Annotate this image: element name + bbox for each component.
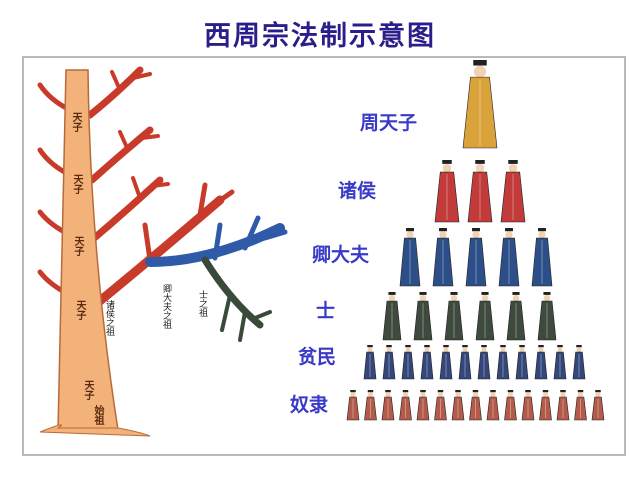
shi-sub-1: [220, 293, 232, 332]
figure: [420, 345, 434, 380]
figure: [506, 292, 526, 341]
rank-label-nuli: 奴隶: [290, 394, 329, 416]
note-qingdafu-ancestor: 卿大夫之祖: [161, 284, 171, 329]
trunk-label-5: 天子: [82, 380, 93, 400]
figure: [434, 160, 460, 223]
page-title: 西周宗法制示意图: [204, 21, 436, 52]
branch-right-3b: [150, 182, 170, 188]
figure: [399, 390, 412, 421]
figure: [504, 390, 517, 421]
figure: [399, 228, 421, 287]
figure: [496, 345, 510, 380]
figure: [416, 390, 430, 421]
figure: [401, 345, 415, 380]
figure: [451, 390, 465, 421]
figure: [521, 390, 535, 421]
tree-trunk: [57, 69, 119, 431]
figure: [469, 390, 482, 421]
diagram-frame: [22, 56, 626, 456]
figure: [382, 292, 402, 341]
trunk-label-1: 天子: [70, 112, 81, 132]
trunk-label-2: 天子: [71, 174, 82, 194]
rank-row-6: [346, 390, 605, 421]
figure: [364, 390, 377, 421]
trunk-label-3: 天子: [72, 236, 83, 256]
figure: [537, 292, 557, 341]
rank-row-2: [434, 160, 526, 223]
figure: [500, 160, 526, 223]
branch-right-2b: [140, 134, 160, 140]
shi-sub-2: [238, 310, 247, 342]
figure: [434, 390, 447, 421]
figure: [534, 345, 548, 380]
figure: [486, 390, 500, 421]
qingdafu-branch: [145, 215, 288, 267]
figure: [531, 228, 553, 287]
figure: [591, 390, 605, 421]
branch-right-4a: [197, 182, 208, 218]
figure: [498, 228, 520, 287]
figure: [432, 228, 454, 287]
rank-label-pinmin: 贫民: [298, 346, 337, 368]
note-zhuhou-ancestor: 诸侯之祖: [104, 300, 114, 336]
figure: [556, 390, 570, 421]
rank-row-4: [382, 292, 557, 341]
rank-row-1: [462, 60, 498, 149]
figure: [572, 345, 586, 380]
figure: [458, 345, 472, 380]
branch-right-1: [86, 66, 144, 119]
figure: [382, 345, 396, 380]
figure: [413, 292, 433, 341]
branch-right-1b: [131, 72, 152, 80]
figure: [444, 292, 464, 341]
shi-branch: [201, 256, 272, 342]
rank-label-qingdafu: 卿大夫: [312, 244, 370, 266]
figure: [467, 160, 493, 223]
branch-right-4c: [142, 222, 153, 263]
rank-row-5: [363, 345, 586, 380]
qingdafu-sub-2: [242, 215, 261, 251]
figure: [363, 345, 377, 380]
qingdafu-main: [145, 223, 285, 267]
figure: [346, 390, 360, 421]
rank-label-zhuhou: 诸侯: [338, 180, 377, 202]
trunk-label-4: 天子: [74, 300, 85, 320]
qingdafu-sub-1: [212, 222, 223, 261]
figure: [381, 390, 395, 421]
figure: [553, 345, 567, 380]
figure: [515, 345, 529, 380]
figure: [475, 292, 495, 341]
rank-row-3: [399, 228, 553, 287]
qingdafu-sub-3: [262, 229, 288, 241]
branch-right-4b: [209, 189, 235, 209]
figure: [477, 345, 491, 380]
figure: [439, 345, 453, 380]
branch-right-2: [88, 126, 154, 184]
figure: [465, 228, 487, 287]
branch-right-3a: [131, 176, 142, 200]
figure: [539, 390, 552, 421]
note-shi-ancestor: 士之祖: [197, 290, 207, 317]
shi-sub-3: [253, 310, 272, 320]
rank-label-shi: 士: [316, 300, 336, 322]
tree-root: [39, 424, 151, 437]
branch-right-1a: [110, 70, 122, 92]
figure: [574, 390, 587, 421]
branch-right-2a: [118, 130, 130, 152]
figure: [462, 60, 498, 149]
zhuhou-branches: [37, 66, 235, 310]
trunk-label-origin: 始祖: [92, 405, 103, 425]
rank-label-tianzi: 周天子: [360, 112, 418, 134]
branch-right-4-main: [90, 195, 225, 310]
